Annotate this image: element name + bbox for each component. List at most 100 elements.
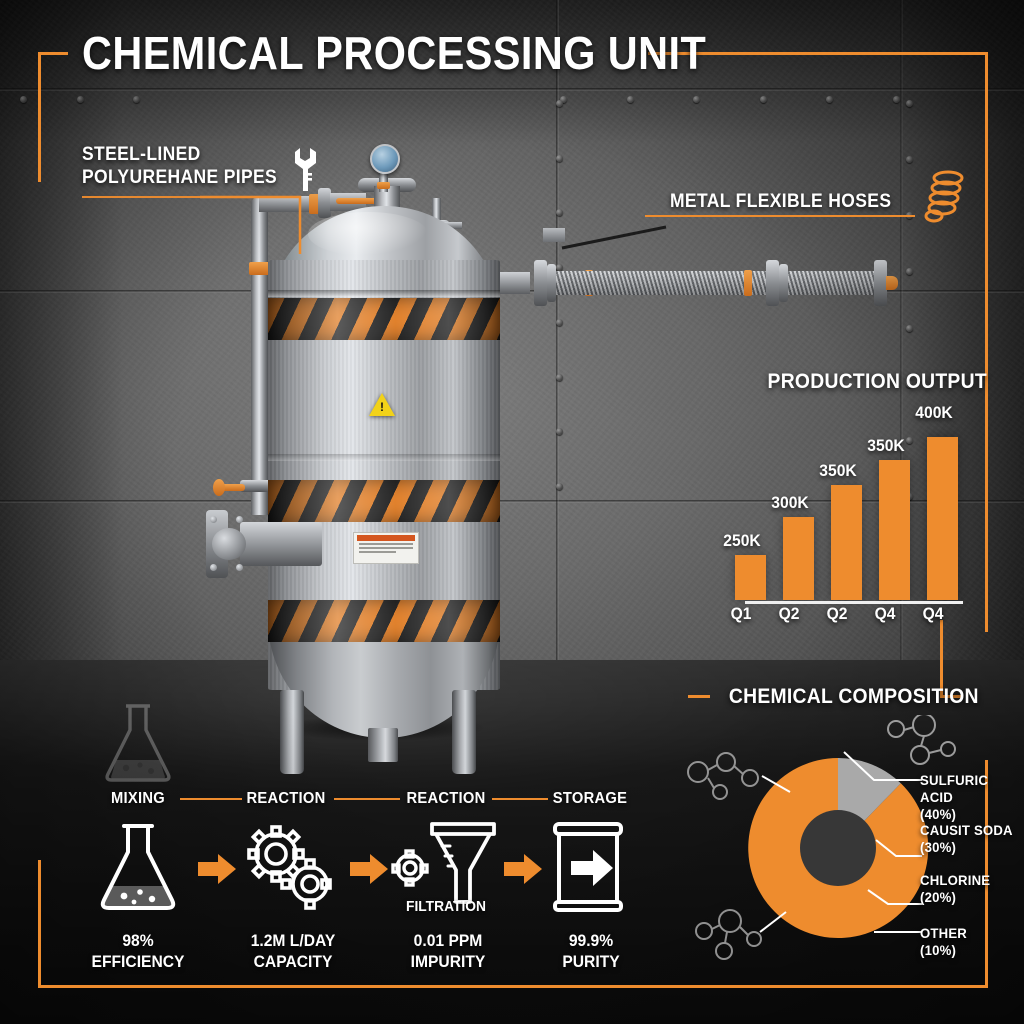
stat-value-2: 0.01 PPM — [413, 931, 483, 950]
chevron-arrow-icon — [198, 854, 236, 884]
bar-category-3: Q4 — [874, 604, 896, 623]
frame-right-lower — [985, 760, 988, 986]
donut-chart — [748, 757, 929, 938]
metal-flexible-hose — [788, 271, 874, 295]
donut-leader-lines-left — [759, 775, 791, 933]
bar-value-label-3: 350K — [867, 436, 905, 455]
callout-right-text: METAL FLEXIBLE HOSES — [670, 190, 891, 213]
chevron-arrow-icon — [504, 854, 542, 884]
vessel-drain-nozzle — [368, 728, 398, 762]
donut-label-name-2: CHLORINE — [920, 872, 991, 888]
donut-label-name-0: SULFURIC ACID — [920, 772, 989, 805]
stat-0: 98% EFFICIENCY — [83, 930, 193, 972]
bar-chart-title: PRODUCTION OUTPUT — [767, 370, 987, 393]
donut-label-3: OTHER (10%) — [920, 925, 967, 959]
bar-value-label-2: 350K — [819, 461, 857, 480]
wrench-icon — [295, 148, 316, 191]
vessel-weld-ring — [268, 454, 500, 461]
stat-1: 1.2M L/DAY CAPACITY — [224, 930, 362, 972]
warning-triangle-icon: ! — [369, 393, 395, 416]
flow-label-3: STORAGE — [552, 790, 628, 807]
vessel-placard — [353, 532, 419, 564]
frame-right-edge — [985, 52, 988, 632]
frame-top-right-rule — [648, 52, 988, 55]
stat-3: 99.9% PURITY — [531, 930, 651, 972]
vessel-dome-highlight — [308, 212, 428, 256]
page-title: CHEMICAL PROCESSING UNIT — [82, 27, 707, 79]
donut-chart-title: CHEMICAL COMPOSITION — [728, 685, 979, 708]
frame-composition-bracket — [940, 620, 943, 698]
callout-left-text: STEEL-LINED POLYUREHANE PIPES — [82, 143, 277, 189]
donut-label-name-1: CAUSIT SODA — [920, 822, 1013, 838]
flask-icon-ghost — [105, 704, 171, 782]
flow-label-1: REACTION — [246, 790, 326, 807]
donut-label-0: SULFURIC ACID (40%) — [920, 772, 1018, 823]
barrel-icon — [553, 822, 623, 912]
flow-connector-1 — [334, 798, 400, 800]
hose-flange — [766, 260, 779, 306]
frame-composition-bracket-left — [688, 695, 710, 698]
bar-chart-plot — [726, 404, 976, 600]
donut-hole — [800, 810, 876, 886]
donut-label-1: CAUSIT SODA (30%) — [920, 822, 1013, 856]
bar-category-0: Q1 — [730, 604, 752, 623]
callout-left-leader-line — [200, 195, 302, 254]
coil-hose-icon — [924, 170, 964, 223]
placard-line — [359, 543, 413, 545]
hose-pointer-line — [561, 225, 667, 250]
bar-value-label-0: 250K — [723, 531, 761, 550]
callout-left-line1: STEEL-LINED — [82, 144, 201, 165]
donut-label-value-0: (40%) — [920, 806, 957, 822]
stat-value-0: 98% — [122, 931, 154, 950]
callout-right-line1: METAL FLEXIBLE HOSES — [670, 191, 892, 212]
warning-exclamation: ! — [380, 400, 384, 414]
donut-label-value-1: (30%) — [920, 839, 957, 855]
rivet-row — [560, 96, 900, 103]
placard-line — [359, 551, 396, 553]
flow-connector-0 — [180, 798, 242, 800]
donut-leader-lines — [843, 751, 922, 933]
hose-flange — [779, 264, 788, 302]
donut-label-value-2: (20%) — [920, 889, 957, 905]
bar-category-1: Q2 — [778, 604, 800, 623]
hose-band — [744, 270, 752, 296]
gears-icon — [247, 825, 332, 910]
molecule-icon — [887, 715, 956, 765]
vessel-weld-ring — [268, 290, 500, 297]
stat-unit-1: CAPACITY — [253, 952, 333, 971]
placard-header-bar — [357, 535, 415, 541]
bar-value-label-1: 300K — [771, 493, 809, 512]
flow-connector-2 — [492, 798, 548, 800]
frame-corner-top-left — [38, 52, 41, 182]
frame-bottom-right-rule — [598, 985, 988, 988]
flange-bolt — [210, 564, 217, 571]
callout-left-underline — [82, 196, 202, 198]
stat-2: 0.01 PPM IMPURITY — [384, 930, 513, 972]
stat-unit-0: EFFICIENCY — [91, 952, 185, 971]
chevron-arrow-icon — [350, 854, 388, 884]
placard-line — [359, 547, 413, 549]
flange-bolt — [236, 516, 243, 523]
flange-bolt — [210, 516, 217, 523]
flask-icon — [100, 824, 176, 910]
donut-label-value-3: (10%) — [920, 942, 957, 958]
filtration-caption: FILTRATION — [406, 898, 486, 915]
hazard-stripe-band — [268, 600, 500, 642]
bar-value-label-4: 400K — [915, 403, 953, 422]
hose-end-cap — [886, 276, 898, 290]
stat-value-3: 99.9% — [568, 931, 614, 950]
vessel-leg — [280, 690, 304, 774]
stat-unit-2: IMPURITY — [410, 952, 486, 971]
stat-value-1: 1.2M L/DAY — [250, 931, 336, 950]
stat-unit-3: PURITY — [562, 952, 620, 971]
frame-corner-bottom-left — [38, 860, 41, 988]
bar-1 — [783, 517, 814, 600]
flange-bolt — [236, 564, 243, 571]
frame-bottom-rule — [38, 985, 598, 988]
nozzle-blind-cap — [212, 528, 246, 560]
callout-left-line2: POLYUREHANE PIPES — [82, 167, 278, 188]
bar-3 — [879, 460, 910, 600]
hazard-stripe-band — [268, 298, 500, 340]
bar-0 — [735, 555, 766, 600]
